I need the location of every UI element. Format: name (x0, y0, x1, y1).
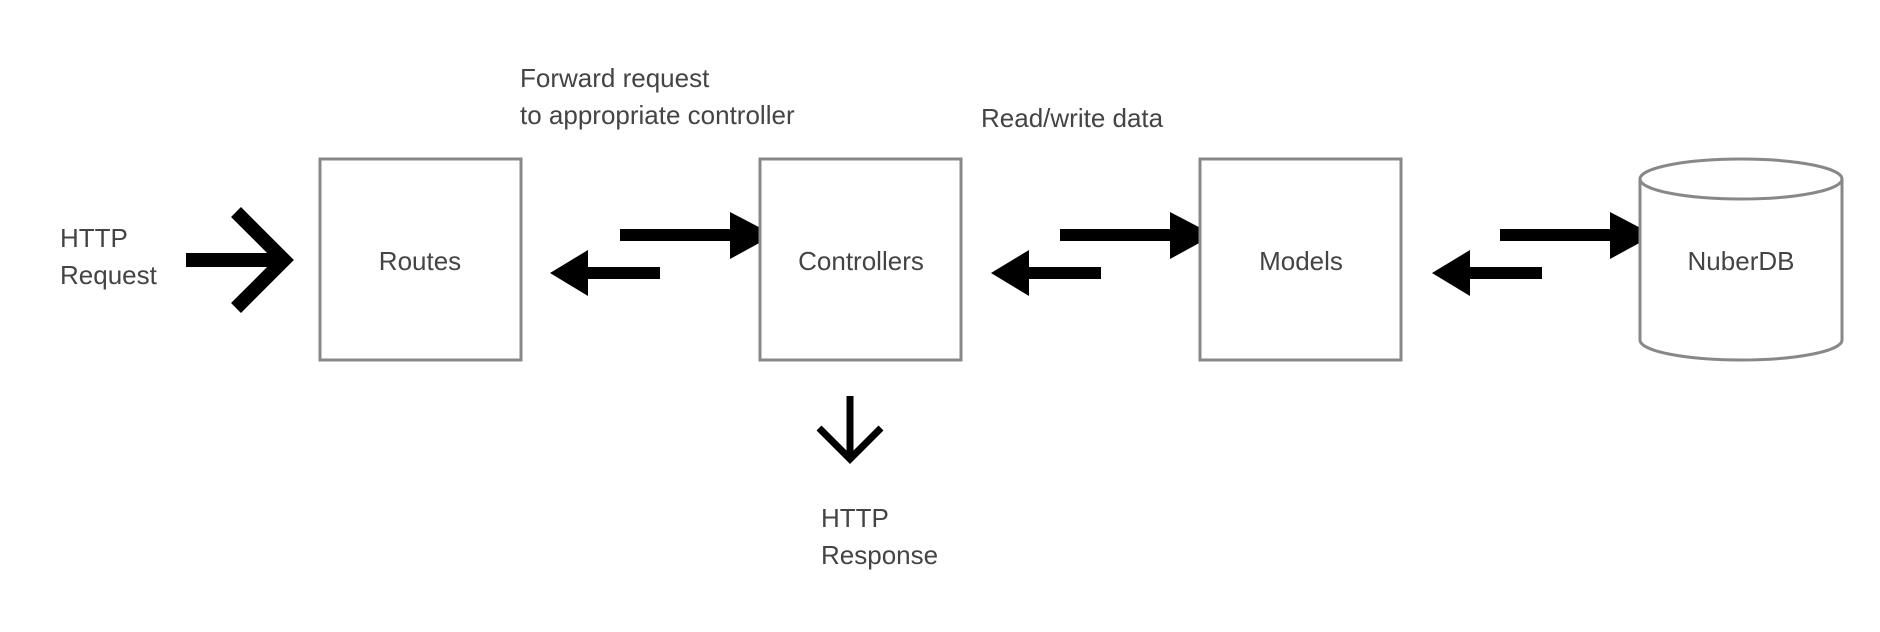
http-request-line2: Request (60, 260, 158, 290)
forward-request-note: Forward request to appropriate controlle… (520, 63, 795, 130)
request-arrow-icon (186, 207, 294, 313)
http-response-line1: HTTP (821, 503, 889, 533)
controllers-box (758, 157, 963, 362)
http-response-line2: Response (821, 540, 938, 570)
read-write-note: Read/write data (981, 103, 1164, 133)
response-arrow-icon (816, 396, 884, 464)
routes-controllers-arrows-icon (550, 212, 774, 296)
controllers-label: Controllers (798, 246, 924, 276)
routes-label: Routes (379, 246, 461, 276)
models-label: Models (1259, 246, 1343, 276)
database-cylinder-icon (1638, 157, 1844, 362)
forward-note-line1: Forward request (520, 63, 710, 93)
controllers-models-arrows-icon (991, 212, 1214, 296)
forward-note-line2: to appropriate controller (520, 100, 795, 130)
http-response-label: HTTP Response (821, 503, 938, 570)
http-request-label: HTTP Request (60, 223, 158, 290)
routes-box (318, 157, 523, 362)
models-db-arrows-icon (1432, 212, 1654, 296)
models-box (1198, 157, 1403, 362)
http-request-line1: HTTP (60, 223, 128, 253)
database-label: NuberDB (1688, 246, 1795, 276)
